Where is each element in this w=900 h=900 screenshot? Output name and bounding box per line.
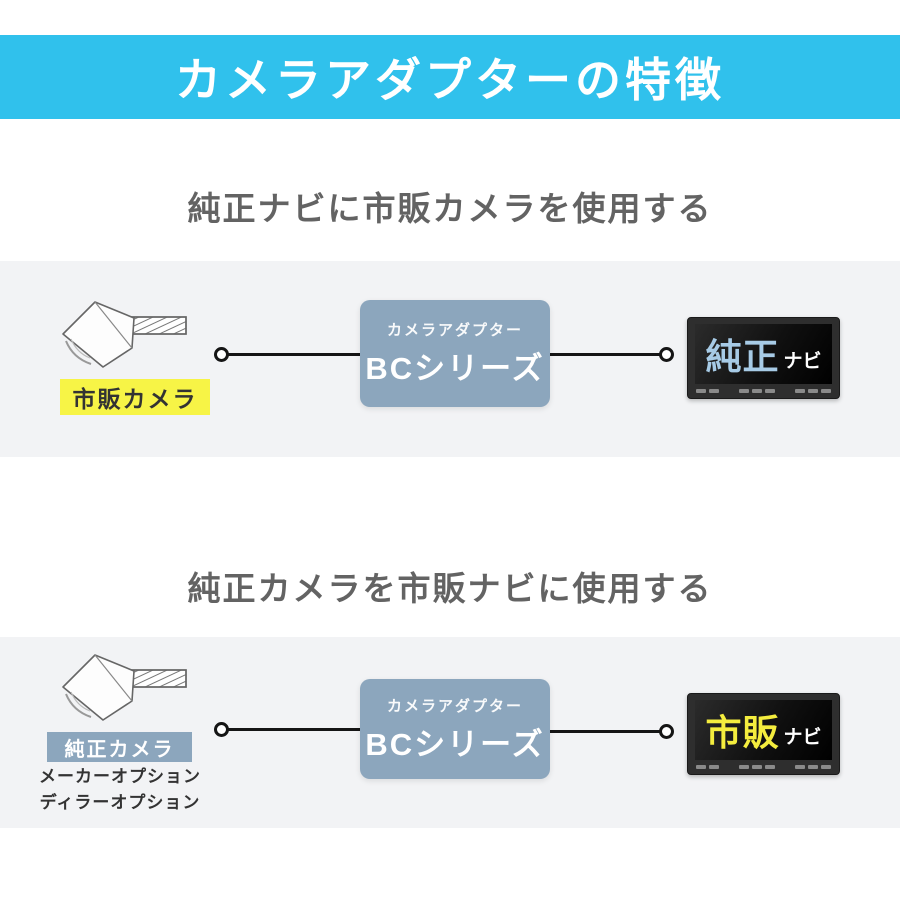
wire-adapter-to-navi xyxy=(550,730,662,733)
section2-heading: 純正カメラを市販ナビに使用する xyxy=(187,570,713,607)
genuine-navi-monitor: 純正 ナビ xyxy=(687,317,840,399)
adapter-type-label: カメラアダプター xyxy=(386,697,523,715)
adapter-series-name: BCシリーズ xyxy=(365,726,545,762)
adapter-box: カメラアダプター BCシリーズ xyxy=(360,300,550,407)
genuine-camera-label: 純正カメラ xyxy=(47,732,192,762)
connector-node xyxy=(659,347,674,362)
navi-main-text: 市販 xyxy=(705,712,780,753)
adapter-series-name: BCシリーズ xyxy=(365,351,545,386)
connector-node xyxy=(214,722,229,737)
navi-sub-text: ナビ xyxy=(783,350,822,372)
camera-option-dealer: ディラーオプション xyxy=(39,793,201,812)
genuine-camera-illustration xyxy=(62,654,187,721)
adapter-type-label: カメラアダプター xyxy=(386,322,523,339)
navi-screen: 純正 ナビ xyxy=(695,324,832,384)
adapter-box: カメラアダプター BCシリーズ xyxy=(360,679,550,779)
aftermarket-camera-illustration xyxy=(62,301,187,368)
navi-sub-text: ナビ xyxy=(783,726,822,748)
wire-camera-to-adapter xyxy=(228,728,360,731)
connector-node xyxy=(659,724,674,739)
navi-screen: 市販 ナビ xyxy=(695,700,832,760)
header-banner: カメラアダプターの特徴 xyxy=(0,35,900,119)
wire-camera-to-adapter xyxy=(228,353,360,356)
aftermarket-camera-label: 市販カメラ xyxy=(60,379,210,415)
section1-heading: 純正ナビに市販カメラを使用する xyxy=(187,190,713,227)
navi-main-text: 純正 xyxy=(705,336,780,377)
aftermarket-navi-monitor: 市販 ナビ xyxy=(687,693,840,775)
navi-button-strip xyxy=(696,763,831,771)
page-title: カメラアダプターの特徴 xyxy=(175,54,725,106)
connector-node xyxy=(214,347,229,362)
genuine-camera-options: メーカーオプション ディラーオプション xyxy=(24,764,216,816)
navi-button-strip xyxy=(696,387,831,395)
camera-option-maker: メーカーオプション xyxy=(39,767,201,786)
wire-adapter-to-navi xyxy=(550,353,662,356)
